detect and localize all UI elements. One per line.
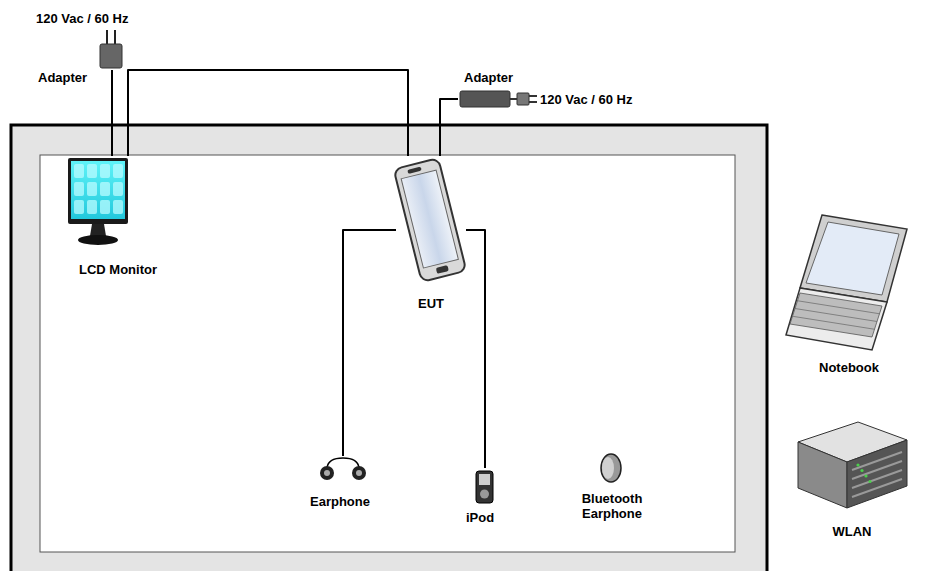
screen-cells <box>74 164 123 214</box>
drive-slot <box>852 452 902 470</box>
adapter-right <box>460 91 537 107</box>
status-led <box>864 474 867 477</box>
keyboard-keys <box>793 301 880 330</box>
earbud <box>320 466 334 480</box>
adapter-box: Adapter <box>458 89 512 109</box>
tablet-icon <box>394 158 467 282</box>
screen-cell <box>113 200 123 214</box>
screen-cell <box>113 164 123 178</box>
device-label: LCD Monitor <box>79 262 157 277</box>
device-label: WLAN <box>833 524 872 539</box>
device-label: Adapter <box>464 70 513 85</box>
earphone-device: Earphone <box>296 456 384 512</box>
bluetooth-device: Bluetooth Earphone <box>567 452 657 524</box>
notebook-base <box>786 288 887 350</box>
screen-cell <box>87 182 97 196</box>
key-row <box>795 309 877 322</box>
screen-cell <box>100 164 110 178</box>
plug-prong <box>106 30 108 45</box>
screen-cell <box>74 200 84 214</box>
screen-cell <box>113 182 123 196</box>
notebook-screen <box>806 222 899 295</box>
notebook-device: Notebook <box>786 212 912 378</box>
plug-prong <box>114 30 116 45</box>
screen-cell <box>87 200 97 214</box>
ipod-device: iPod <box>450 468 510 528</box>
notebook-icon <box>786 215 907 350</box>
table-top <box>40 155 735 552</box>
notebook-lid <box>800 215 907 302</box>
plug-body <box>100 44 122 68</box>
earphone-icon <box>320 458 366 480</box>
cable <box>128 70 408 156</box>
device-label: Notebook <box>819 360 879 375</box>
drive-slot <box>852 470 902 488</box>
screen-cell <box>74 182 84 196</box>
monitor-base <box>78 235 118 245</box>
earbud-center <box>356 470 362 476</box>
wlan-device: WLAN <box>790 418 914 542</box>
ipod-icon <box>476 471 493 503</box>
plug-left <box>100 30 122 68</box>
ipod-body <box>476 471 493 503</box>
monitor-neck <box>90 224 106 236</box>
wlan-front <box>798 442 847 508</box>
wlan-icon <box>798 422 907 508</box>
wlan-side <box>847 440 907 508</box>
plug-body <box>517 93 529 105</box>
earbud <box>352 466 366 480</box>
drive-slot <box>852 479 902 497</box>
status-led <box>860 469 863 472</box>
screen-cell <box>87 164 97 178</box>
cable <box>466 230 485 468</box>
earpiece <box>601 454 621 482</box>
device-label: iPod <box>466 510 494 525</box>
adapter-body <box>460 91 510 107</box>
bluetooth-earphone-icon <box>601 454 621 482</box>
earpiece-face <box>602 457 614 479</box>
device-label: Adapter <box>38 70 87 85</box>
key-row <box>798 301 880 314</box>
device-label: Bluetooth Earphone <box>569 491 655 521</box>
screen-cell <box>100 200 110 214</box>
status-led <box>856 463 859 466</box>
monitor-bezel <box>68 158 128 224</box>
adapter-cord <box>510 98 517 100</box>
monitor-screen <box>71 161 125 219</box>
tablet-button <box>436 265 449 274</box>
earbud-center <box>324 470 330 476</box>
monitor-device: LCD Monitor <box>56 156 180 280</box>
screen-cell <box>74 164 84 178</box>
test-table <box>11 125 767 571</box>
screen-cell <box>100 182 110 196</box>
wlan-slots <box>852 452 902 497</box>
cable <box>343 230 396 456</box>
keyboard <box>790 293 882 337</box>
supply-label: 120 Vac / 60 Hz <box>540 92 633 107</box>
device-label: EUT <box>418 296 444 311</box>
ipod-screen <box>479 474 490 485</box>
drive-slot <box>852 461 902 479</box>
eut-device: EUT <box>396 156 466 314</box>
key-row <box>793 316 875 329</box>
supply-label: 120 Vac / 60 Hz <box>36 11 129 26</box>
cable <box>440 99 458 156</box>
adapter-plug: Adapter <box>98 42 124 70</box>
device-label: Earphone <box>310 494 370 509</box>
tablet-screen <box>401 170 458 268</box>
cable <box>111 70 113 156</box>
tablet-slot <box>407 167 422 174</box>
ipod-wheel <box>480 490 489 499</box>
plug-prong <box>529 101 537 103</box>
monitor-icon <box>68 158 128 245</box>
status-led <box>868 480 871 483</box>
plug-prong <box>529 95 537 97</box>
tablet-body <box>394 158 467 282</box>
